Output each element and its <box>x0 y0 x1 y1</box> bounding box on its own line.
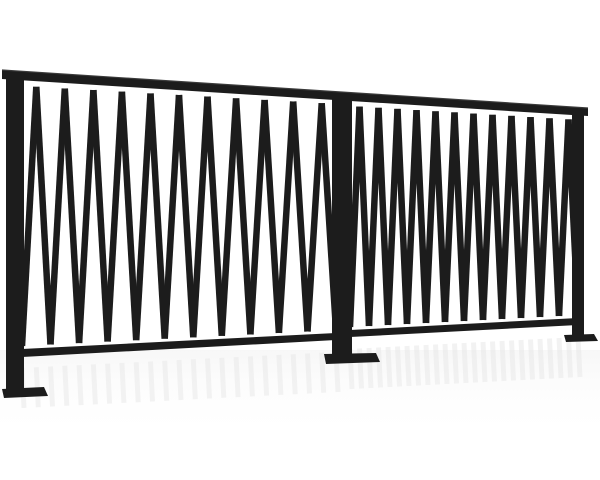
left-panel-picket <box>204 96 226 336</box>
left-panel-picket <box>18 86 40 347</box>
left-panel-picket <box>147 93 168 339</box>
left-panel-picket <box>75 89 97 344</box>
left-bottom-rail <box>22 333 336 357</box>
left-panel-picket <box>289 101 311 332</box>
left-panel-picket <box>218 98 240 336</box>
left-panel-picket <box>47 88 69 345</box>
left-panel-picket <box>161 94 183 339</box>
left-panel-picket <box>261 99 283 334</box>
left-panel-picket <box>118 91 140 341</box>
top-rail <box>2 70 588 116</box>
left-panel-picket <box>175 94 197 338</box>
left-panel-picket <box>104 91 126 342</box>
right-post <box>572 113 584 338</box>
left-panel-picket <box>232 98 254 335</box>
left-base-plate <box>2 387 48 398</box>
left-panel-picket <box>33 86 54 345</box>
top-rail-edge <box>1 69 589 109</box>
left-panel-picket <box>90 89 111 342</box>
left-panel-picket <box>247 99 268 335</box>
zigzag-pickets <box>18 86 582 347</box>
left-panel-picket <box>275 101 297 334</box>
right-base-plate <box>564 334 598 342</box>
right-bottom-rail <box>350 318 578 337</box>
middle-post <box>332 97 352 356</box>
middle-base-plate <box>324 353 380 364</box>
left-panel-picket <box>190 96 211 338</box>
floor-reflection <box>0 336 600 440</box>
reflection-fade <box>0 350 600 440</box>
left-panel-picket <box>132 93 154 341</box>
left-panel-picket <box>304 102 325 332</box>
railing-frame <box>1 69 598 398</box>
left-panel-picket <box>61 88 83 344</box>
left-post <box>6 74 24 392</box>
